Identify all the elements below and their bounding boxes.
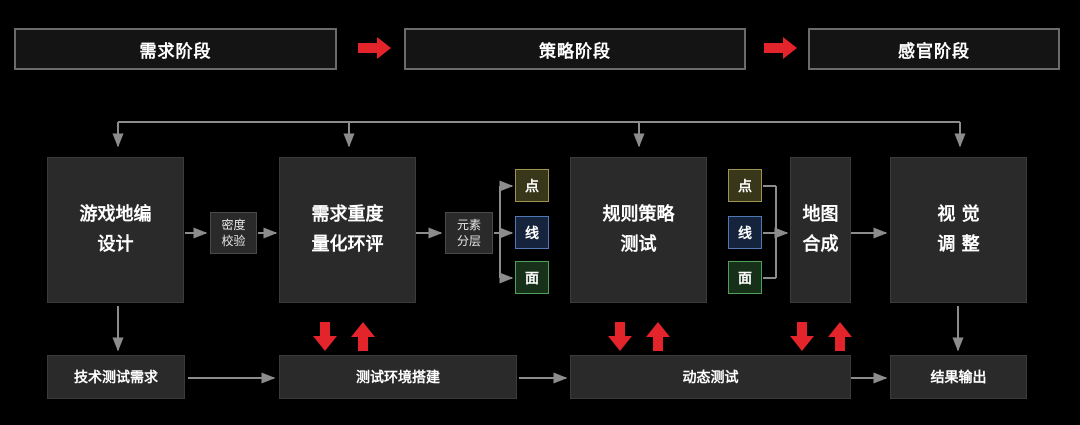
box-tech-test-demand: 技术测试需求 xyxy=(47,355,185,399)
box-visual-adjust-label: 视 觉 调 整 xyxy=(937,204,980,255)
box-result-output-label: 结果输出 xyxy=(930,370,987,386)
down-red-arrow-2 xyxy=(608,322,632,351)
box-element-layer-label: 元素 分层 xyxy=(456,218,481,248)
box-game-map-design: 游戏地编 设计 xyxy=(47,157,184,303)
box-game-map-design-label: 游戏地编 设计 xyxy=(79,204,152,255)
chip-face-right: 面 xyxy=(728,261,762,294)
box-dynamic-test-label: 动态测试 xyxy=(682,370,739,386)
stage-sensory-label: 感官阶段 xyxy=(898,41,970,62)
box-map-compose-label: 地图 合成 xyxy=(802,204,839,255)
split-lines xyxy=(494,186,501,278)
box-dynamic-test: 动态测试 xyxy=(570,355,851,399)
stage-demand: 需求阶段 xyxy=(14,28,337,70)
chip-line-left: 线 xyxy=(515,216,549,249)
box-visual-adjust: 视 觉 调 整 xyxy=(890,157,1027,303)
up-red-arrow-3 xyxy=(828,322,852,351)
chip-line-right-label: 线 xyxy=(738,225,752,242)
box-density-check: 密度 校验 xyxy=(210,212,257,254)
stage-sensory: 感官阶段 xyxy=(808,28,1060,70)
box-rule-strategy-test-label: 规则策略 测试 xyxy=(602,204,675,255)
stage-arrow-2 xyxy=(764,37,797,59)
chip-line-right: 线 xyxy=(728,216,762,249)
down-red-arrow-3 xyxy=(790,322,814,351)
box-map-compose: 地图 合成 xyxy=(790,157,851,303)
chip-dot-right-label: 点 xyxy=(738,178,752,195)
box-demand-quantify: 需求重度 量化环评 xyxy=(279,157,416,303)
stage-arrow-1 xyxy=(358,37,391,59)
box-test-env-build-label: 测试环境搭建 xyxy=(356,370,440,386)
chip-face-left: 面 xyxy=(515,261,549,294)
chip-dot-left-label: 点 xyxy=(525,178,539,195)
chip-dot-left: 点 xyxy=(515,169,549,202)
chip-dot-right: 点 xyxy=(728,169,762,202)
box-density-check-label: 密度 校验 xyxy=(221,218,246,248)
merge-lines xyxy=(763,185,777,279)
chip-face-left-label: 面 xyxy=(525,270,539,287)
box-test-env-build: 测试环境搭建 xyxy=(279,355,517,399)
stage-strategy-label: 策略阶段 xyxy=(539,41,611,62)
box-result-output: 结果输出 xyxy=(890,355,1027,399)
box-rule-strategy-test: 规则策略 测试 xyxy=(570,157,707,303)
up-red-arrow-2 xyxy=(646,322,670,351)
stage-strategy: 策略阶段 xyxy=(404,28,746,70)
box-tech-test-demand-label: 技术测试需求 xyxy=(74,370,158,386)
chip-face-right-label: 面 xyxy=(738,270,752,287)
chip-line-left-label: 线 xyxy=(525,225,539,242)
down-red-arrow-1 xyxy=(313,322,337,351)
stage-demand-label: 需求阶段 xyxy=(139,41,212,62)
box-demand-quantify-label: 需求重度 量化环评 xyxy=(311,204,384,255)
up-red-arrow-1 xyxy=(351,322,375,351)
box-element-layer: 元素 分层 xyxy=(445,212,493,254)
